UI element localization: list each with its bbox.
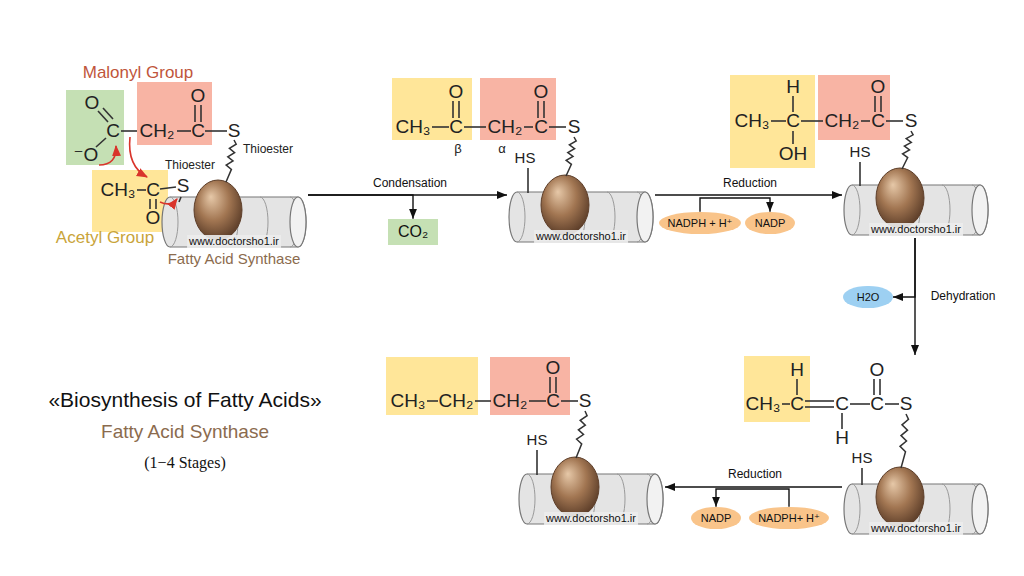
atom-label: O	[85, 92, 100, 114]
reaction-arrow	[308, 195, 413, 219]
diagram-title: «Biosynthesis of Fatty Acids»	[48, 388, 321, 412]
atom-label: CH₂	[493, 390, 528, 412]
atom-label: HS	[527, 431, 548, 448]
atom-label: CH₃	[745, 393, 780, 415]
reaction-name: Condensation	[371, 177, 449, 191]
atom-label: ⁻O	[74, 144, 99, 166]
atom-label: S	[579, 390, 592, 412]
wavy-linker	[900, 414, 909, 468]
atom-label: CH₂	[439, 390, 474, 412]
chemical-bonds	[96, 96, 903, 485]
reaction-arrow	[716, 489, 789, 507]
bond-name: Thioester	[165, 159, 215, 173]
enzyme-complex: www.doctorsho1.irFatty Acid Synthase	[160, 178, 308, 250]
atom-label: S	[568, 116, 581, 138]
node-label: NADP	[755, 217, 786, 230]
atom-label: S	[228, 120, 241, 142]
atom-label: O	[546, 357, 561, 379]
cofactor-oval: NADP	[691, 507, 741, 530]
watermark: www.doctorsho1.ir	[544, 512, 638, 525]
wavy-linker	[226, 140, 236, 182]
carbon-position: β	[454, 142, 461, 157]
atom-label: O	[871, 76, 886, 98]
watermark: www.doctorsho1.ir	[187, 235, 281, 248]
atom-label: C	[786, 110, 800, 132]
node-label: NADPH + H⁺	[668, 217, 733, 230]
carbon-position: α	[498, 142, 506, 157]
group-name: Acetyl Group	[56, 228, 154, 248]
enzyme-caption: Fatty Acid Synthase	[168, 250, 301, 267]
atom-label: C	[449, 116, 463, 138]
atom-label: HS	[850, 143, 871, 160]
reaction-arrow	[655, 194, 842, 195]
wavy-linker	[566, 137, 576, 176]
reaction-arrow	[700, 198, 770, 212]
atom-label: CH₂	[825, 110, 860, 132]
enzyme-complex: www.doctorsho1.ir	[507, 173, 655, 245]
atom-label: C	[790, 393, 804, 415]
atom-label: C	[106, 120, 120, 142]
subtitle: Fatty Acid Synthase	[101, 421, 269, 443]
atom-label: O	[870, 359, 885, 381]
reaction-name: Reduction	[721, 177, 779, 191]
atom-label: O	[146, 207, 161, 229]
atom-label: C	[146, 179, 160, 201]
atom-label: S	[900, 393, 913, 415]
wavy-linker	[902, 131, 913, 169]
atom-label: CH₂	[488, 116, 523, 138]
node-label: NADPH+ H⁺	[758, 512, 820, 525]
cofactor-oval: NADPH+ H⁺	[749, 507, 829, 530]
atom-label: H	[786, 76, 800, 98]
atom-label: H	[790, 359, 804, 381]
enzyme-complex: www.doctorsho1.ir	[842, 166, 990, 238]
stage-note: (1−4 Stages)	[144, 454, 225, 472]
node-label: H2O	[857, 291, 880, 304]
atom-label: S	[905, 110, 918, 132]
enzyme-complex: www.doctorsho1.ir	[517, 455, 665, 527]
atom-label: O	[449, 81, 464, 103]
cofactor-oval: NADP	[745, 212, 795, 235]
atom-label: HS	[515, 149, 536, 166]
atom-label: H	[835, 427, 849, 449]
atom-label: C	[835, 393, 849, 415]
watermark: www.doctorsho1.ir	[869, 223, 963, 236]
atom-label: CH₃	[395, 116, 430, 138]
enzyme-complex: www.doctorsho1.ir	[842, 355, 990, 537]
atom-label: OH	[779, 143, 808, 165]
atom-label: C	[534, 116, 548, 138]
node-label: CO₂	[398, 223, 428, 241]
watermark: www.doctorsho1.ir	[869, 522, 963, 535]
reaction-arrow	[893, 238, 915, 297]
atom-label: O	[534, 81, 549, 103]
reaction-arrow	[665, 486, 842, 487]
bond-name: Thioester	[243, 143, 293, 157]
atom-label: C	[191, 120, 205, 142]
atom-label: HS	[852, 449, 873, 466]
product-box: CO₂	[388, 219, 438, 245]
atom-label: S	[177, 175, 190, 197]
group-name: Malonyl Group	[83, 63, 194, 83]
reaction-name: Dehydration	[929, 290, 998, 304]
wavy-linkers	[226, 131, 913, 468]
watermark: www.doctorsho1.ir	[534, 230, 628, 243]
enzyme-figures	[162, 168, 988, 534]
atom-label: O	[191, 85, 206, 107]
atom-label: CH₃	[100, 179, 135, 201]
atom-label: CH₃	[734, 110, 769, 132]
atom-label: C	[871, 110, 885, 132]
cofactor-oval: NADPH + H⁺	[659, 212, 742, 235]
atom-label: C	[870, 393, 884, 415]
highlight-boxes	[66, 75, 890, 422]
wavy-linker	[576, 411, 587, 458]
atom-label: CH₂	[140, 120, 175, 142]
atom-label: CH₃	[390, 390, 425, 412]
node-label: NADP	[701, 512, 732, 525]
reaction-name: Reduction	[726, 468, 784, 482]
cofactor-oval: H2O	[843, 286, 893, 309]
atom-label: C	[546, 390, 560, 412]
